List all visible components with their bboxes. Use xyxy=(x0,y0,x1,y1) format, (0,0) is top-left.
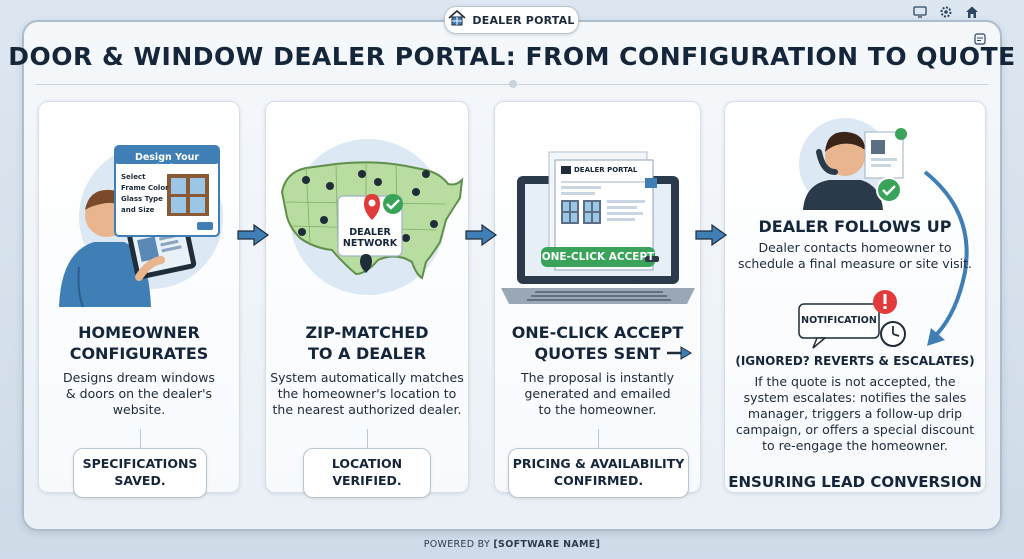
dealer-network-label: DEALER NETWORK xyxy=(338,227,402,249)
description-line: & doors on the dealer's xyxy=(65,386,213,401)
one-click-accept-button[interactable]: ONE-CLICK ACCEPT xyxy=(541,251,655,263)
step-description: The proposal is instantly generated and … xyxy=(501,370,694,418)
house-window-icon xyxy=(448,9,466,30)
step-description: System automatically matches the homeown… xyxy=(268,370,466,418)
description-line: to re-engage the homeowner. xyxy=(762,438,948,453)
pill-connector xyxy=(140,429,141,449)
description-line: system escalates: notifies the sales xyxy=(743,390,967,405)
dealer-portal-label: DEALER PORTAL xyxy=(472,13,575,27)
description-line: Designs dream windows xyxy=(63,370,215,385)
badge-line: SAVED. xyxy=(114,473,166,488)
option-line: Glass Type xyxy=(121,195,163,203)
step-card-follow-up: DEALER FOLLOWS UP Dealer contacts homeow… xyxy=(724,101,986,493)
description-line: manager, triggers a follow-up drip xyxy=(747,406,963,421)
badge-line: SPECIFICATIONS xyxy=(82,456,198,471)
network-label-line: DEALER xyxy=(349,227,391,238)
description-line: Dealer contacts homeowner to xyxy=(758,240,952,255)
flow-arrow-icon xyxy=(465,223,498,247)
description-line: schedule a final measure or site visit. xyxy=(737,256,973,271)
description-line: The proposal is instantly xyxy=(521,370,674,385)
gear-icon[interactable] xyxy=(938,4,954,20)
step-heading: DEALER FOLLOWS UP xyxy=(758,217,952,236)
step-heading: HOMEOWNER CONFIGURATES xyxy=(39,322,239,364)
closing-statement: ENSURING LEAD CONVERSION xyxy=(728,473,982,491)
notification-label: NOTIFICATION xyxy=(801,315,877,326)
status-badge: PRICING & AVAILABILITY CONFIRMED. xyxy=(508,448,689,498)
option-line: and Size xyxy=(121,206,155,214)
description-line: the nearest authorized dealer. xyxy=(272,402,462,417)
laptop-proposal-illustration xyxy=(501,151,695,304)
proposal-header: DEALER PORTAL xyxy=(574,166,638,174)
pill-connector xyxy=(598,429,599,449)
heading-line: QUOTES SENT xyxy=(534,344,661,363)
step-description: Dealer contacts homeowner to schedule a … xyxy=(731,240,979,272)
step-heading: ONE-CLICK ACCEPT QUOTES SENT xyxy=(495,322,700,364)
footer-software-name: [SOFTWARE NAME] xyxy=(493,539,601,550)
description-line: campaign, or offers a special discount xyxy=(735,422,975,437)
title-divider-dot xyxy=(509,80,517,88)
step-card-zip-match: DEALER NETWORK ZIP-MATCHED TO A DEALER S… xyxy=(265,101,469,498)
status-badge: LOCATION VERIFIED. xyxy=(303,448,431,498)
heading-line: TO A DEALER xyxy=(307,344,427,363)
window-corner-icon[interactable] xyxy=(974,30,986,49)
description-line: to the homeowner. xyxy=(538,402,657,417)
network-label-line: NETWORK xyxy=(342,238,398,249)
option-line: Select xyxy=(121,173,146,181)
description-line: generated and emailed xyxy=(524,386,671,401)
homeowner-tablet-illustration xyxy=(59,145,223,308)
description-line: If the quote is not accepted, the xyxy=(754,374,956,389)
badge-line: PRICING & AVAILABILITY xyxy=(512,456,685,471)
badge-line: LOCATION xyxy=(331,456,403,471)
description-line: the homeowner's location to xyxy=(277,386,457,401)
monitor-icon[interactable] xyxy=(912,4,928,20)
step-card-configure: Design Your Window Select Frame Color Gl… xyxy=(38,101,240,498)
step-description: Designs dream windows & doors on the dea… xyxy=(45,370,233,418)
escalation-description: If the quote is not accepted, the system… xyxy=(729,374,981,454)
description-line: System automatically matches xyxy=(270,370,464,385)
heading-line: CONFIGURATES xyxy=(69,344,209,363)
footer-prefix: POWERED BY xyxy=(423,539,491,550)
dealer-phone-illustration xyxy=(798,118,969,349)
footer: POWERED BY [SOFTWARE NAME] xyxy=(0,539,1024,550)
badge-line: VERIFIED. xyxy=(332,473,402,488)
heading-line: HOMEOWNER xyxy=(78,323,200,342)
option-line: Frame Color xyxy=(121,184,169,192)
top-right-icons xyxy=(912,4,980,20)
dealer-portal-tab[interactable]: DEALER PORTAL xyxy=(444,6,579,34)
heading-line: ONE-CLICK ACCEPT xyxy=(511,323,684,342)
design-screen-title: Design Your Window xyxy=(134,152,200,174)
step-card-quote: DEALER PORTAL ONE-CLICK ACCEPT ONE-CLICK… xyxy=(494,101,701,498)
description-line: website. xyxy=(112,402,166,417)
badge-line: CONFIRMED. xyxy=(553,473,644,488)
us-map-illustration xyxy=(280,139,464,295)
page-title: DOOR & WINDOW DEALER PORTAL: FROM CONFIG… xyxy=(8,42,1016,71)
pill-connector xyxy=(367,429,368,449)
escalation-heading: (IGNORED? REVERTS & ESCALATES) xyxy=(735,354,975,368)
step-heading: ZIP-MATCHED TO A DEALER xyxy=(266,322,468,364)
right-arrow-icon xyxy=(667,346,692,360)
home-icon[interactable] xyxy=(964,4,980,20)
design-screen-options: Select Frame Color Glass Type and Size xyxy=(121,172,171,216)
heading-line: ZIP-MATCHED xyxy=(305,323,429,342)
flow-arrow-icon xyxy=(695,223,728,247)
status-badge: SPECIFICATIONS SAVED. xyxy=(73,448,207,498)
flow-arrow-icon xyxy=(237,223,270,247)
